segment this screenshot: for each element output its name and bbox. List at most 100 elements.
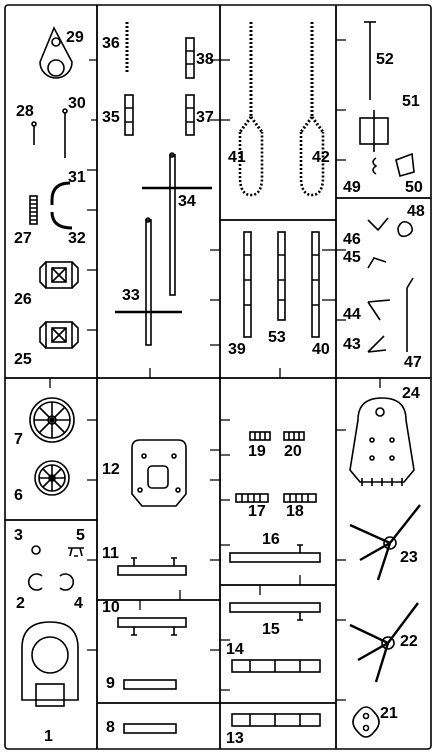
part-32 — [50, 211, 73, 230]
part-label-31: 31 — [68, 169, 86, 186]
part-label-44: 44 — [343, 306, 361, 323]
part-9 — [123, 679, 177, 690]
part-17 — [235, 493, 269, 503]
part-19 — [249, 431, 271, 441]
part-1 — [21, 621, 79, 707]
part-label-39: 39 — [228, 341, 246, 358]
part-45 — [367, 257, 387, 269]
part-26 — [39, 261, 79, 289]
part-13 — [231, 713, 321, 727]
part-label-26: 26 — [14, 291, 32, 308]
part-41 — [238, 22, 264, 197]
part-42 — [299, 22, 325, 197]
part-label-7: 7 — [14, 431, 23, 448]
part-label-17: 17 — [248, 503, 266, 520]
sprue-runners — [5, 5, 431, 749]
part-label-45: 45 — [343, 249, 361, 266]
part-3 — [31, 545, 41, 555]
part-label-20: 20 — [284, 443, 302, 460]
part-label-27: 27 — [14, 230, 32, 247]
part-23 — [349, 504, 421, 581]
part-12 — [131, 439, 187, 507]
part-46 — [367, 217, 389, 232]
part-25 — [39, 321, 79, 349]
part-label-35: 35 — [102, 109, 120, 126]
part-label-42: 42 — [312, 149, 330, 166]
part-label-11: 11 — [102, 545, 119, 562]
part-label-15: 15 — [262, 621, 280, 638]
part-label-10: 10 — [102, 599, 120, 616]
part-51 — [359, 110, 389, 152]
part-label-53: 53 — [268, 329, 286, 346]
part-label-36: 36 — [102, 35, 120, 52]
part-39 — [243, 231, 252, 338]
part-label-13: 13 — [226, 730, 244, 747]
part-30 — [62, 108, 68, 158]
part-label-2: 2 — [16, 595, 25, 612]
part-5 — [68, 547, 84, 557]
part-48 — [397, 220, 414, 238]
part-label-3: 3 — [14, 527, 23, 544]
part-label-34: 34 — [178, 193, 196, 210]
part-label-30: 30 — [68, 95, 86, 112]
part-52 — [364, 21, 376, 100]
part-40 — [311, 231, 320, 338]
part-14 — [231, 659, 321, 673]
part-label-40: 40 — [312, 341, 330, 358]
part-29 — [39, 26, 73, 79]
part-34 — [142, 152, 212, 296]
part-15 — [229, 602, 321, 621]
part-label-49: 49 — [343, 179, 361, 196]
part-24 — [349, 397, 415, 486]
part-label-25: 25 — [14, 351, 32, 368]
part-33 — [115, 217, 182, 346]
part-38 — [185, 37, 195, 79]
part-27 — [29, 195, 38, 225]
part-label-48: 48 — [407, 203, 425, 220]
part-20 — [283, 431, 305, 441]
part-47 — [406, 277, 414, 352]
part-label-19: 19 — [248, 443, 266, 460]
part-53 — [277, 231, 286, 321]
part-37 — [185, 94, 195, 136]
part-label-21: 21 — [380, 705, 398, 722]
part-label-5: 5 — [76, 527, 85, 544]
part-4 — [59, 573, 75, 591]
part-label-14: 14 — [226, 641, 244, 658]
part-label-9: 9 — [106, 675, 115, 692]
part-16 — [229, 544, 321, 563]
part-label-51: 51 — [402, 93, 420, 110]
part-label-32: 32 — [68, 230, 86, 247]
sprue-outer-frame — [4, 4, 432, 750]
sprue-gates — [49, 39, 381, 701]
part-35 — [124, 94, 134, 136]
part-label-43: 43 — [343, 336, 361, 353]
part-label-22: 22 — [400, 633, 418, 650]
part-label-37: 37 — [196, 109, 214, 126]
part-8 — [123, 723, 177, 734]
part-label-29: 29 — [66, 29, 84, 46]
part-label-18: 18 — [286, 503, 304, 520]
part-label-47: 47 — [404, 354, 422, 371]
part-label-6: 6 — [14, 487, 23, 504]
part-label-24: 24 — [402, 385, 420, 402]
part-label-8: 8 — [106, 719, 115, 736]
part-label-28: 28 — [16, 103, 34, 120]
part-label-23: 23 — [400, 549, 418, 566]
part-label-12: 12 — [102, 461, 120, 478]
part-label-41: 41 — [228, 149, 246, 166]
part-label-52: 52 — [376, 51, 394, 68]
part-label-16: 16 — [262, 531, 280, 548]
part-50 — [395, 152, 415, 177]
part-2 — [27, 573, 43, 591]
part-label-4: 4 — [74, 595, 83, 612]
part-label-33: 33 — [122, 287, 140, 304]
part-22 — [349, 602, 419, 683]
part-label-38: 38 — [196, 51, 214, 68]
part-label-46: 46 — [343, 231, 361, 248]
part-43 — [367, 335, 387, 353]
part-6 — [34, 460, 70, 496]
part-11 — [117, 557, 187, 576]
part-44 — [367, 299, 391, 321]
